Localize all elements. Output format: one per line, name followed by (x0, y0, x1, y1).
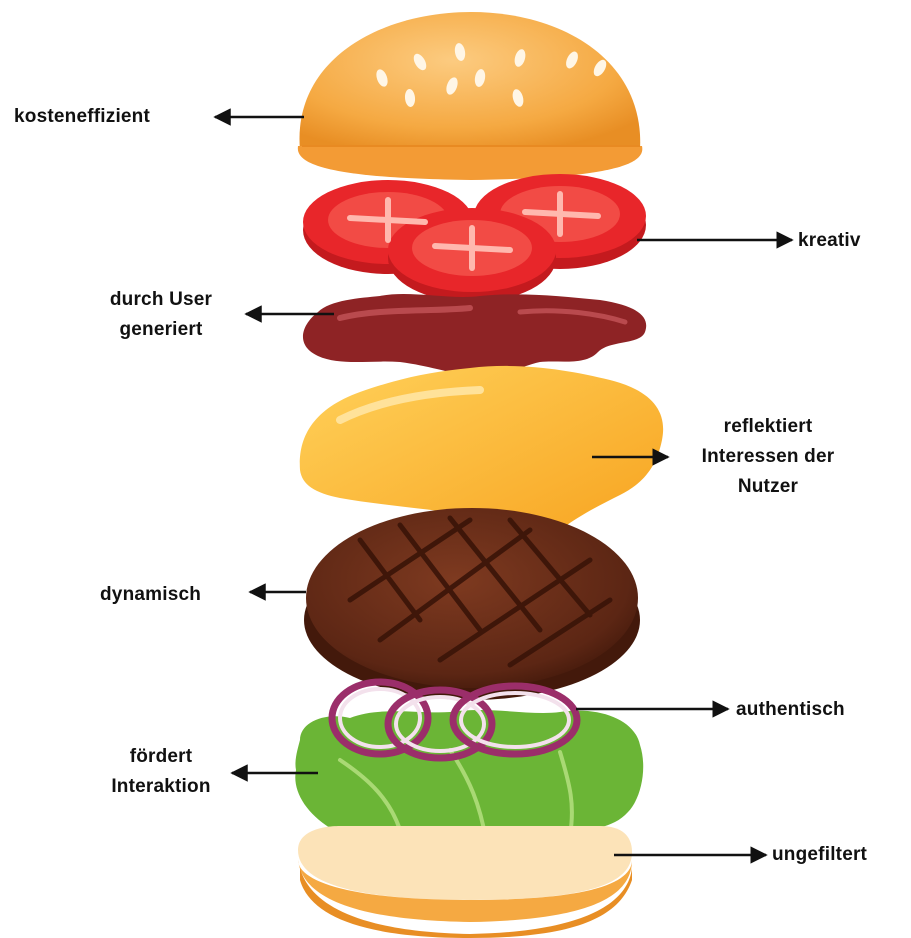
label-durch-user-generiert: durch User generiert (88, 285, 234, 345)
label-dynamisch: dynamisch (100, 580, 201, 610)
label-authentisch-text: authentisch (736, 695, 845, 725)
top-bun-illustration (298, 12, 642, 180)
patty-illustration (304, 508, 640, 700)
label-foerdert-interaktion: fördert Interaktion (86, 742, 236, 802)
label-durch-user-text: durch User (88, 285, 234, 315)
label-nutzer-text: Nutzer (668, 472, 868, 502)
tomato-illustration (303, 174, 646, 302)
bottom-bun-illustration (298, 826, 632, 938)
sauce-illustration (303, 294, 646, 377)
label-ungefiltert-text: ungefiltert (772, 840, 867, 870)
label-authentisch: authentisch (736, 695, 845, 725)
label-reflektiert-text: reflektiert (668, 412, 868, 442)
label-ungefiltert: ungefiltert (772, 840, 867, 870)
label-foerdert-text: fördert (86, 742, 236, 772)
label-dynamisch-text: dynamisch (100, 580, 201, 610)
label-generiert-text: generiert (88, 315, 234, 345)
label-reflektiert-interessen: reflektiert Interessen der Nutzer (668, 412, 868, 502)
label-kreativ-text: kreativ (798, 226, 861, 256)
label-kosteneffizient-text: kosteneffizient (14, 102, 150, 132)
label-kreativ: kreativ (798, 226, 861, 256)
label-interessen-text: Interessen der (668, 442, 868, 472)
label-interaktion-text: Interaktion (86, 772, 236, 802)
label-kosteneffizient: kosteneffizient (14, 102, 150, 132)
